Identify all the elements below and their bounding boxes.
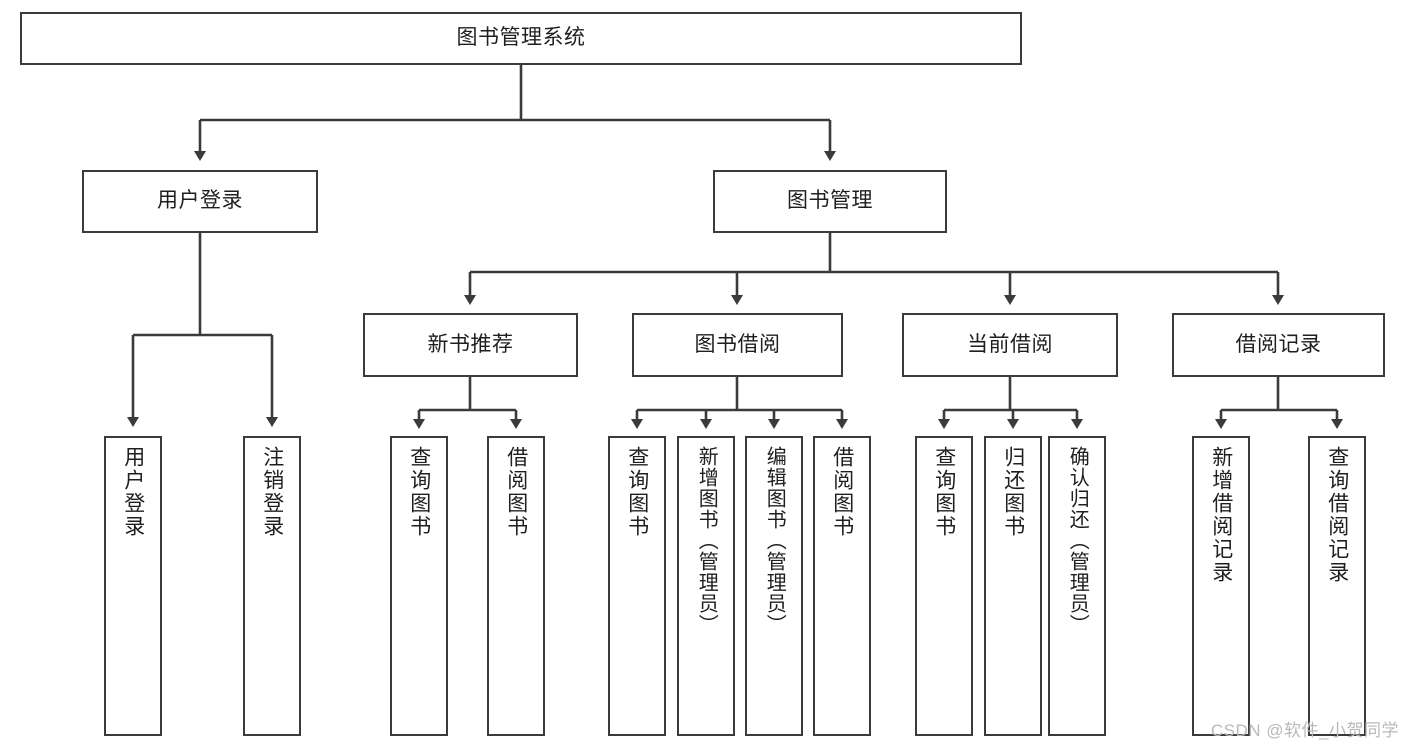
node-book-manage-label: 图书管理 (787, 189, 873, 213)
node-leaf-query-book-borrow[interactable]: 查询图书 (608, 436, 666, 736)
node-leaf-user-login[interactable]: 用户登录 (104, 436, 162, 736)
node-leaf-add-record-label: 新增借阅记录 (1209, 446, 1233, 584)
csdn-watermark: CSDN @软件_小贺同学 (1210, 721, 1399, 740)
node-user-login[interactable]: 用户登录 (82, 170, 318, 233)
node-leaf-confirm-return-label: 确认归还（管理员） (1066, 446, 1089, 635)
node-book-manage[interactable]: 图书管理 (713, 170, 947, 233)
node-leaf-borrow-book[interactable]: 借阅图书 (813, 436, 871, 736)
node-leaf-query-book-rec[interactable]: 查询图书 (390, 436, 448, 736)
node-book-borrow[interactable]: 图书借阅 (632, 313, 843, 377)
node-borrow-record-label: 借阅记录 (1235, 332, 1322, 356)
node-new-book-rec[interactable]: 新书推荐 (363, 313, 578, 377)
node-leaf-query-book-rec-label: 查询图书 (407, 446, 431, 538)
node-leaf-return-book[interactable]: 归还图书 (984, 436, 1042, 736)
node-current-borrow-label: 当前借阅 (967, 332, 1053, 356)
node-leaf-edit-book-label: 编辑图书（管理员） (763, 446, 786, 635)
node-borrow-record[interactable]: 借阅记录 (1172, 313, 1385, 377)
node-leaf-return-book-label: 归还图书 (1001, 446, 1025, 538)
node-root[interactable]: 图书管理系统 (20, 12, 1022, 65)
node-leaf-confirm-return[interactable]: 确认归还（管理员） (1048, 436, 1106, 736)
node-leaf-borrow-book-rec[interactable]: 借阅图书 (487, 436, 545, 736)
node-leaf-add-record[interactable]: 新增借阅记录 (1192, 436, 1250, 736)
node-root-label: 图书管理系统 (456, 26, 586, 50)
node-leaf-query-record[interactable]: 查询借阅记录 (1308, 436, 1366, 736)
node-user-login-label: 用户登录 (157, 189, 243, 213)
node-leaf-add-book-label: 新增图书（管理员） (695, 446, 718, 635)
node-leaf-logout-label: 注销登录 (260, 446, 284, 538)
node-leaf-query-record-label: 查询借阅记录 (1325, 446, 1349, 584)
node-leaf-edit-book[interactable]: 编辑图书（管理员） (745, 436, 803, 736)
node-leaf-query-book-cur-label: 查询图书 (932, 446, 956, 538)
node-leaf-add-book[interactable]: 新增图书（管理员） (677, 436, 735, 736)
node-leaf-query-book-cur[interactable]: 查询图书 (915, 436, 973, 736)
node-leaf-borrow-book-label: 借阅图书 (830, 446, 854, 538)
node-new-book-rec-label: 新书推荐 (427, 332, 514, 356)
node-book-borrow-label: 图书借阅 (694, 332, 781, 356)
node-leaf-query-book-borrow-label: 查询图书 (625, 446, 649, 538)
node-current-borrow[interactable]: 当前借阅 (902, 313, 1118, 377)
node-leaf-borrow-book-rec-label: 借阅图书 (504, 446, 528, 538)
node-leaf-user-login-label: 用户登录 (121, 446, 145, 538)
node-leaf-logout[interactable]: 注销登录 (243, 436, 301, 736)
